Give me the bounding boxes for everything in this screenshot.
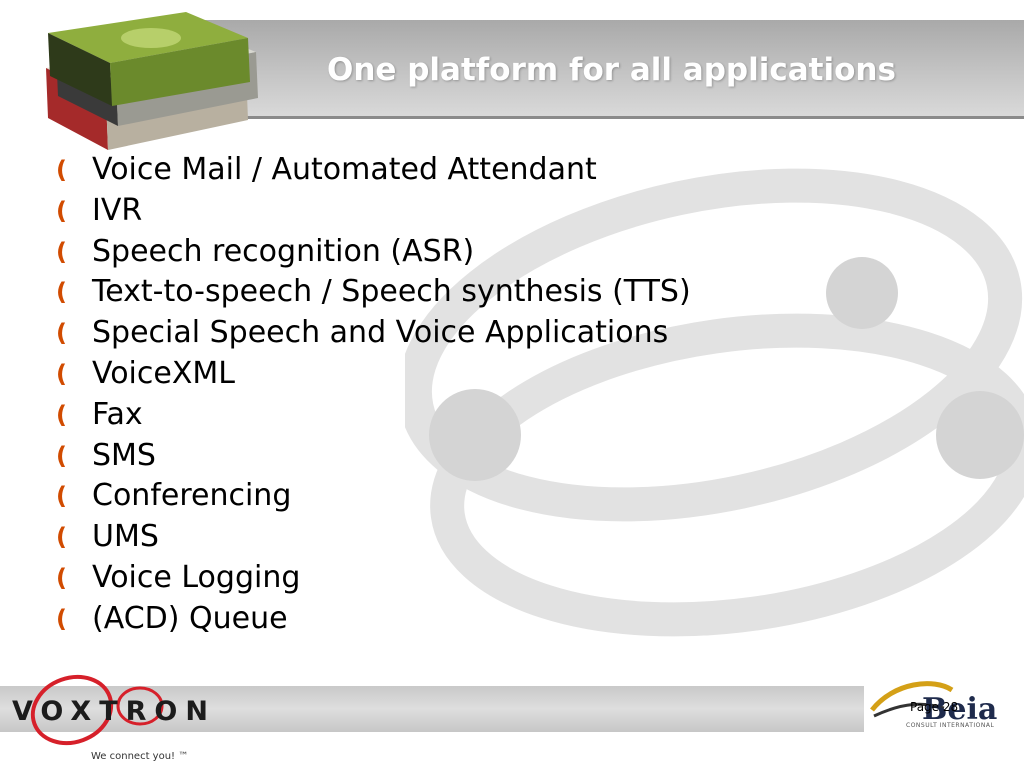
bullet-item: ( IVR [56,191,816,232]
bullet-text: (ACD) Queue [92,600,288,636]
bullet-marker: ( [56,441,67,470]
page-number: Page 28 [910,700,959,714]
bullet-marker: ( [56,400,67,429]
background-rings-graphic [405,168,1024,637]
bullet-marker: ( [56,604,67,633]
brand-wordmark: VOXTRON [12,696,216,727]
bullet-text: UMS [92,519,159,555]
bullet-marker: ( [56,319,67,348]
bullet-marker: ( [56,359,67,388]
bullet-text: Conferencing [92,478,292,514]
bullet-text: Voice Logging [92,559,301,595]
bullet-text: Voice Mail / Automated Attendant [92,152,597,187]
footer-bar [0,686,1024,732]
bullet-text: Speech recognition (ASR) [92,233,475,269]
bullet-item: ( Conferencing [56,476,816,517]
brand-tagline: We connect you! ™ [91,751,189,762]
header-bar [160,20,1024,119]
bullet-marker: ( [56,156,67,184]
bullet-marker: ( [56,196,67,225]
bullet-text: IVR [92,192,143,228]
slide-title: One platform for all applications [327,52,896,88]
bullet-item: ( UMS [56,517,816,558]
bullet-item: ( (ACD) Queue [56,599,816,640]
partner-name: Beia [922,692,998,727]
bullet-text: Text-to-speech / Speech synthesis (TTS) [92,274,691,310]
bullet-item: ( VoiceXML [56,354,816,395]
partner-logo-swoosh-icon [870,681,954,718]
partner-subtitle: CONSULT INTERNATIONAL [906,722,995,729]
voxtron-logo-swoosh [30,674,164,746]
bullet-marker: ( [56,523,67,552]
bullet-marker: ( [56,278,67,307]
bullet-item: ( Text-to-speech / Speech synthesis (TTS… [56,272,816,313]
bullet-text: SMS [92,437,156,473]
bullet-item: ( Special Speech and Voice Applications [56,313,816,354]
bullet-item: ( Voice Logging [56,558,816,599]
bullet-item: ( SMS [56,436,816,477]
bullet-text: Special Speech and Voice Applications [92,315,669,351]
product-books-image [46,12,258,150]
bullet-text: VoiceXML [92,355,235,391]
bullet-text: Fax [92,396,143,432]
bullet-item: ( Voice Mail / Automated Attendant [56,150,816,191]
partner-logo [864,672,1024,736]
bullet-marker: ( [56,482,67,511]
bullet-list: ( Voice Mail / Automated Attendant ( IVR… [56,150,816,640]
bullet-item: ( Speech recognition (ASR) [56,232,816,273]
bullet-marker: ( [56,563,67,592]
bullet-marker: ( [56,237,67,266]
bullet-item: ( Fax [56,395,816,436]
